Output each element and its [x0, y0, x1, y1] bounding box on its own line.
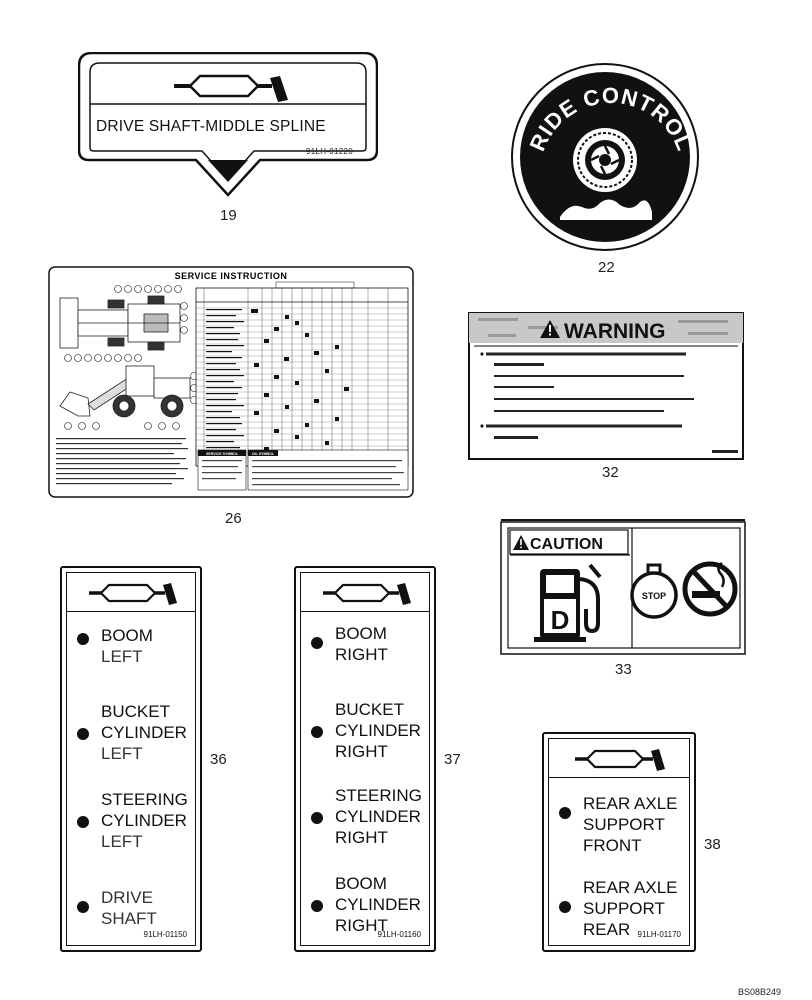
callout-33: 33: [615, 661, 632, 678]
grease-gun-icon: [323, 583, 411, 605]
caution-title: CAUTION: [530, 536, 603, 553]
callout-26: 26: [225, 510, 242, 527]
caution-decal: CAUTION D STOP: [500, 519, 746, 655]
callout-bubbles: [64, 285, 198, 430]
drive-shaft-code: 91LH-01220: [306, 147, 354, 156]
grease-gun-icon: [174, 74, 288, 102]
ride-control-decal: RIDE CONTROL: [511, 63, 699, 251]
engine-stop-icon: [630, 563, 678, 619]
warning-text-lines: [480, 352, 738, 453]
fuel-pump-icon: [534, 563, 602, 642]
loader-side-view: [59, 365, 191, 418]
callout-37: 37: [444, 751, 461, 768]
fuel-letter: D: [551, 605, 570, 635]
warning-triangle-icon: [540, 320, 560, 338]
loader-top-view: [59, 295, 181, 351]
grease-gun-icon: [575, 749, 665, 771]
service-table: [195, 281, 409, 467]
decal-37-code: 91LH-01160: [377, 930, 421, 939]
callout-36: 36: [210, 751, 227, 768]
stop-text: STOP: [642, 591, 666, 601]
service-instruction-decal: SERVICE INSTRUCTION: [48, 266, 414, 498]
warning-decal: WARNING: [468, 312, 744, 460]
decal-36-code: 91LH-01150: [143, 930, 187, 939]
service-symbol-label: SERVICE SYMBOL: [206, 452, 239, 456]
wheel-icon: [573, 128, 637, 192]
grease-gun-icon: [89, 583, 177, 605]
drive-shaft-decal: [78, 52, 378, 197]
service-instruction-title: SERVICE INSTRUCTION: [175, 271, 288, 281]
drive-shaft-text: DRIVE SHAFT-MIDDLE SPLINE: [96, 118, 326, 135]
oil-symbol-label: OIL SYMBOL: [252, 452, 275, 456]
service-notes: [56, 438, 188, 485]
decal-38-code: 91LH-01170: [637, 930, 681, 939]
caution-triangle-icon: [513, 535, 529, 550]
callout-32: 32: [602, 464, 619, 481]
warning-title: WARNING: [564, 320, 666, 343]
service-legend: SERVICE SYMBOL OIL SYMBOL: [197, 449, 409, 491]
callout-38: 38: [704, 836, 721, 853]
figure-code: BS08B249: [738, 987, 782, 997]
callout-19: 19: [220, 207, 237, 224]
no-smoking-icon: [682, 561, 738, 617]
callout-22: 22: [598, 259, 615, 276]
ground-wave-icon: [560, 199, 652, 220]
